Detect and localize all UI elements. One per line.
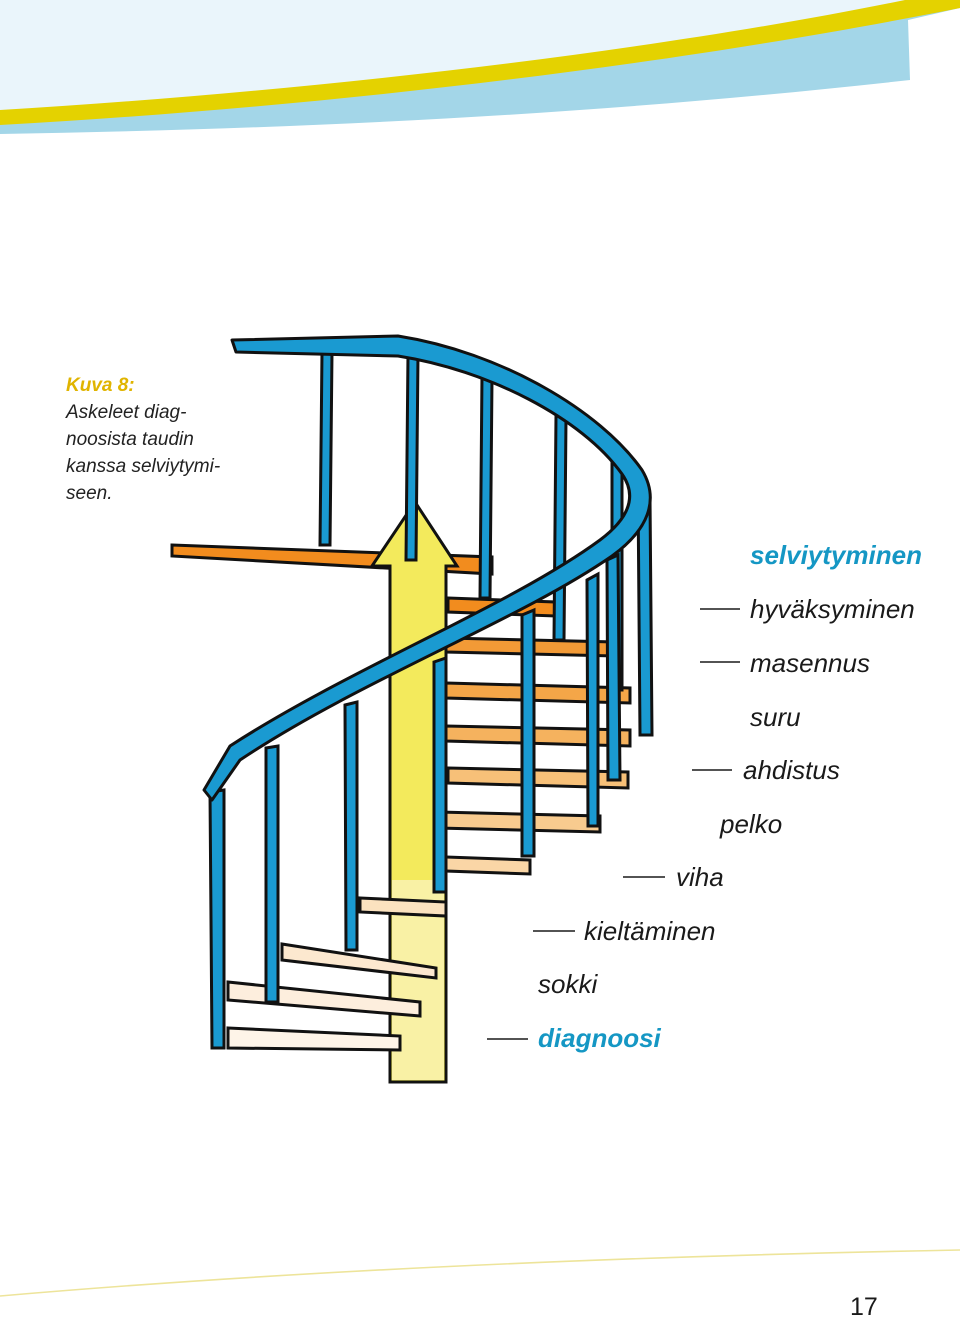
caption-line-2: noosista taudin <box>66 429 194 450</box>
stage-diagnoosi: diagnoosi <box>538 1023 661 1053</box>
spiral-staircase-illustration <box>170 334 654 1084</box>
figure-caption: Kuva 8: Askeleet diag- noosista taudin k… <box>66 372 236 507</box>
caption-line-1: Askeleet diag- <box>66 402 187 423</box>
stage-selviytyminen: selviytyminen <box>750 540 922 570</box>
stage-suru: suru <box>750 702 801 732</box>
caption-title: Kuva 8: <box>66 375 135 396</box>
banner-pale-band <box>0 0 905 110</box>
page-number: 17 <box>850 1293 878 1321</box>
top-banner <box>0 0 960 134</box>
stage-sokki: sokki <box>538 969 598 999</box>
stage-pelko: pelko <box>720 809 783 839</box>
stage-masennus: masennus <box>750 648 870 678</box>
stage-kieltaminen: kieltäminen <box>584 916 716 946</box>
caption-line-4: seen. <box>66 483 113 504</box>
stage-ahdistus: ahdistus <box>743 755 840 785</box>
stage-hyvaksyminen: hyväksyminen <box>750 594 915 624</box>
stage-viha: viha <box>676 862 724 892</box>
caption-line-3: kanssa selviytymi- <box>66 456 221 477</box>
lower-treads <box>226 896 448 1052</box>
handrail <box>202 334 652 802</box>
